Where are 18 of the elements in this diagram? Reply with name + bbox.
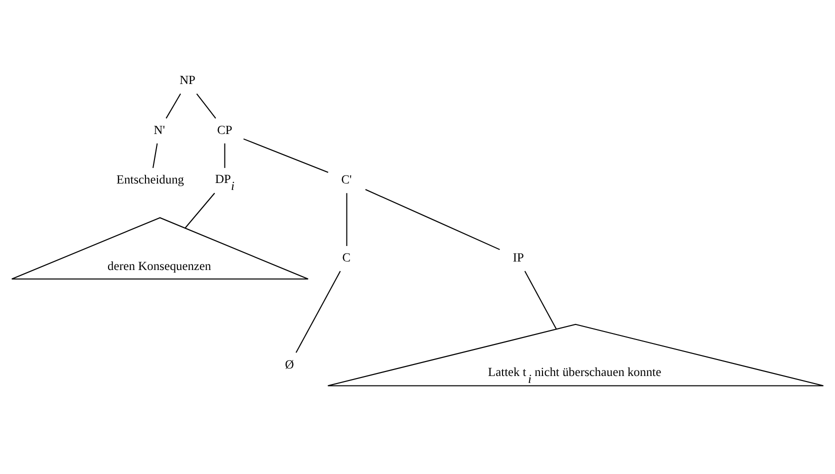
- connector: [524, 270, 557, 329]
- node-text: Entscheidung: [116, 172, 184, 186]
- connector: [224, 142, 226, 168]
- connector: [346, 192, 348, 246]
- connector: [152, 142, 158, 168]
- connector: [166, 93, 181, 118]
- node-text: C': [341, 172, 352, 186]
- connector: [196, 92, 216, 118]
- node-text: NP: [180, 72, 196, 87]
- connector: [296, 270, 341, 352]
- node-text: C: [342, 250, 351, 264]
- connector: [243, 138, 328, 172]
- connector: [184, 192, 216, 228]
- node-text: Ø: [285, 356, 294, 371]
- connector: [365, 188, 500, 250]
- node-text: CP: [217, 122, 232, 136]
- node-text: IP: [512, 250, 524, 264]
- node-text: N': [154, 122, 165, 136]
